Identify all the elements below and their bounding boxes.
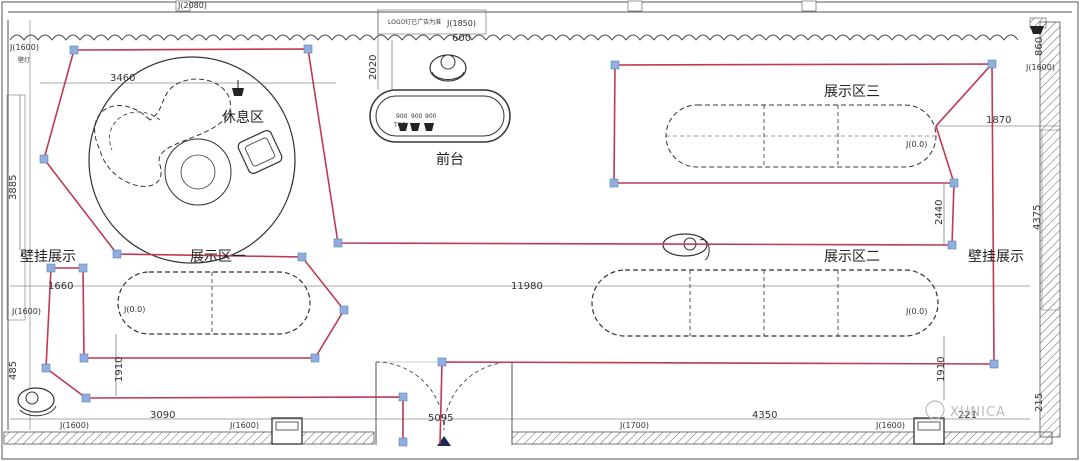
- zone-three-label: 展示区三: [824, 84, 880, 100]
- wall-lamp-note: 壁灯: [18, 56, 30, 64]
- seated-person-icon: [17, 387, 57, 417]
- dim-label: 4375: [1032, 205, 1043, 230]
- reception-person-icon: [429, 54, 467, 82]
- route-node: [81, 393, 91, 403]
- annotation-label: J(1600): [229, 421, 259, 430]
- route-node: [437, 357, 447, 367]
- dim-label: 1660: [48, 281, 73, 292]
- route-node: [987, 59, 997, 69]
- route-node: [303, 44, 313, 54]
- route-node: [398, 392, 408, 402]
- route-node: [79, 353, 89, 363]
- plant-icon: [1030, 26, 1044, 34]
- route-node: [609, 178, 619, 188]
- dim-label: 2020: [368, 55, 379, 80]
- dim-label: 1870: [986, 115, 1011, 126]
- dim-label: 11980: [511, 281, 543, 292]
- annotation-label: J(1700): [619, 421, 649, 430]
- annotation-label: J(0.0): [905, 307, 927, 316]
- dim-label: 3090: [150, 410, 175, 421]
- lounge-area: [88, 56, 296, 264]
- route-node: [333, 238, 343, 248]
- curtain: [9, 34, 1019, 41]
- route-node: [112, 249, 122, 259]
- desk-items-icon: 900 900 900 TOP: [393, 113, 437, 131]
- svg-text:900: 900: [396, 113, 408, 120]
- entrance-doors: [375, 361, 513, 446]
- route-node: [39, 154, 49, 164]
- route-node: [310, 353, 320, 363]
- svg-text:900: 900: [425, 113, 437, 120]
- dim-label: 485: [8, 361, 19, 380]
- dim-label: 3460: [110, 73, 135, 84]
- route-node: [398, 437, 408, 447]
- dim-label: 1910: [114, 357, 125, 382]
- annotation-label: J(1600): [11, 307, 41, 316]
- route-node: [46, 263, 56, 273]
- annotation-label: J(1600): [1025, 63, 1055, 72]
- watermark-text: XUNICA: [950, 405, 1006, 420]
- display-zone-one: [117, 271, 311, 335]
- wechat-icon: [925, 400, 945, 420]
- dim-label: 4350: [752, 410, 777, 421]
- annotation-label: J(2080): [177, 1, 207, 10]
- svg-text:TOP: TOP: [393, 122, 406, 129]
- route-node: [297, 252, 307, 262]
- wall-display-left-label: 壁挂展示: [20, 249, 76, 265]
- visitor-route: [73, 48, 995, 445]
- dim-label: 5095: [428, 413, 453, 424]
- plant-icon: [232, 80, 244, 96]
- rest-area-label: 休息区: [222, 109, 264, 126]
- logo-note: LOGO灯已广告为准: [388, 18, 441, 26]
- dim-label: 600: [452, 33, 471, 44]
- front-desk-label: 前台: [436, 151, 464, 168]
- display-three-frame-b: [613, 64, 954, 184]
- wall-display-right-label: 壁挂展示: [968, 249, 1024, 265]
- zone-one-label: 展示区一: [190, 249, 246, 265]
- dim-label: 3885: [8, 175, 19, 200]
- dim-label: 221: [958, 410, 977, 421]
- dim-label: 2440: [934, 200, 945, 225]
- dim-label: 1910: [936, 357, 947, 382]
- annotation-label: J(1600): [875, 421, 905, 430]
- display-zone-three: [665, 104, 937, 168]
- route-node: [339, 305, 349, 315]
- annotation-label: J(0.0): [123, 305, 145, 314]
- watermark: XUNICA: [925, 400, 1006, 420]
- route-node: [78, 263, 88, 273]
- fixtures: [175, 0, 1044, 445]
- annotation-label: J(1600): [59, 421, 89, 430]
- zone-two-label: 展示区二: [824, 249, 880, 265]
- route-node: [947, 240, 957, 250]
- annotation-label: J(1600): [9, 43, 39, 52]
- front-desk: 900 900 900 TOP: [369, 9, 511, 143]
- route-node: [610, 60, 620, 70]
- annotation-label: J(0.0): [905, 140, 927, 149]
- route-node: [41, 363, 51, 373]
- display-three-frame: [614, 63, 993, 66]
- route-nodes: [39, 44, 999, 447]
- armchair-icon: [237, 130, 283, 174]
- annotation-label: J(1850): [446, 19, 476, 28]
- route-node: [69, 45, 79, 55]
- dim-label: 215: [1034, 393, 1045, 412]
- svg-text:900: 900: [411, 113, 423, 120]
- route-node: [949, 178, 959, 188]
- route-node: [989, 359, 999, 369]
- visitor-person-icon: [662, 233, 710, 261]
- entry-marker-icon: [437, 436, 451, 446]
- dim-label: 860: [1034, 37, 1045, 56]
- display-zone-two: [591, 233, 939, 337]
